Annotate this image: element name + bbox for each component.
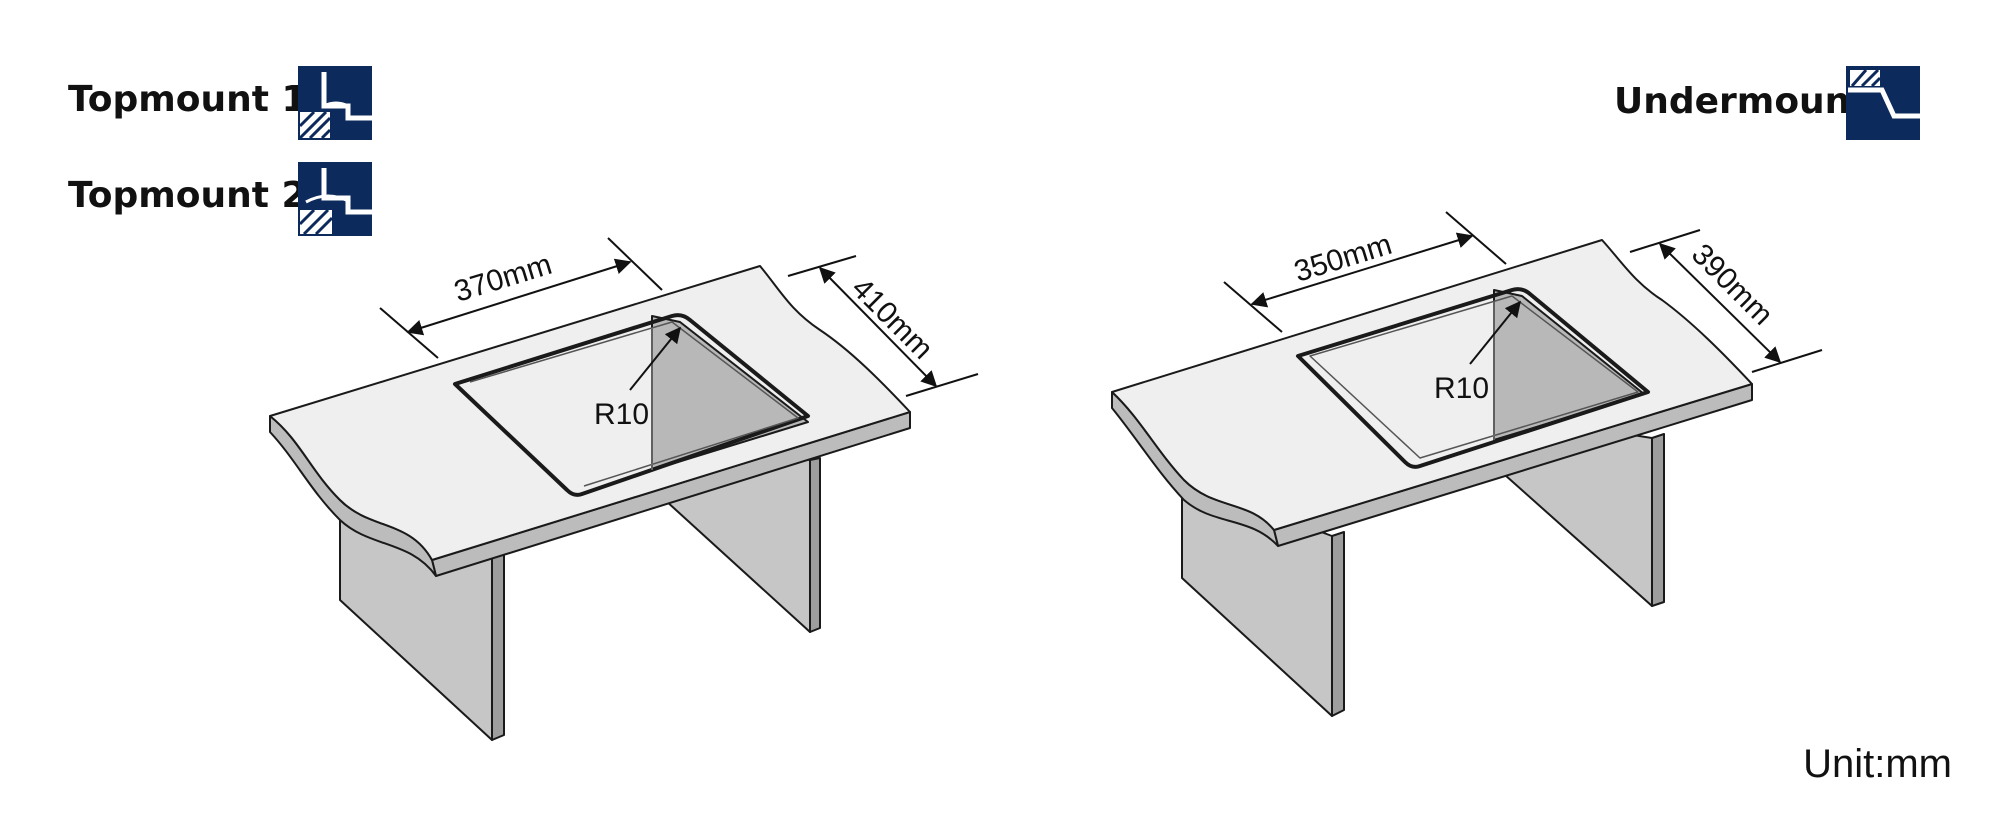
left-counter (269, 265, 911, 741)
right-radius-label: R10 (1434, 372, 1489, 405)
left-depth-label: 410mm (845, 272, 939, 366)
topmount-2-icon (298, 162, 372, 236)
right-radius-leader (1469, 300, 1522, 365)
left-width-label: 370mm (450, 248, 555, 309)
left-radius-label: R10 (594, 398, 649, 431)
left-counter-top (269, 265, 911, 561)
undermount-label: Undermount (1614, 81, 1868, 122)
topmount-2-label: Topmount 2 (68, 175, 307, 216)
left-radius-leader (629, 326, 682, 391)
right-counter (1111, 239, 1753, 717)
undermount-icon (1846, 66, 1920, 140)
right-width-dimension (1223, 211, 1507, 333)
right-depth-dimension (1629, 229, 1823, 373)
left-width-dimension (379, 237, 663, 359)
left-depth-dimension (787, 255, 979, 397)
right-depth-label: 390mm (1685, 238, 1779, 332)
left-sink-opening (453, 313, 810, 497)
topmount-1-label: Topmount 1 (68, 79, 307, 120)
right-sink-opening (1296, 287, 1650, 469)
right-counter-top (1111, 239, 1753, 531)
topmount-1-icon (298, 66, 372, 140)
unit-label: Unit:mm (1803, 742, 1952, 786)
right-width-label: 350mm (1290, 228, 1395, 289)
